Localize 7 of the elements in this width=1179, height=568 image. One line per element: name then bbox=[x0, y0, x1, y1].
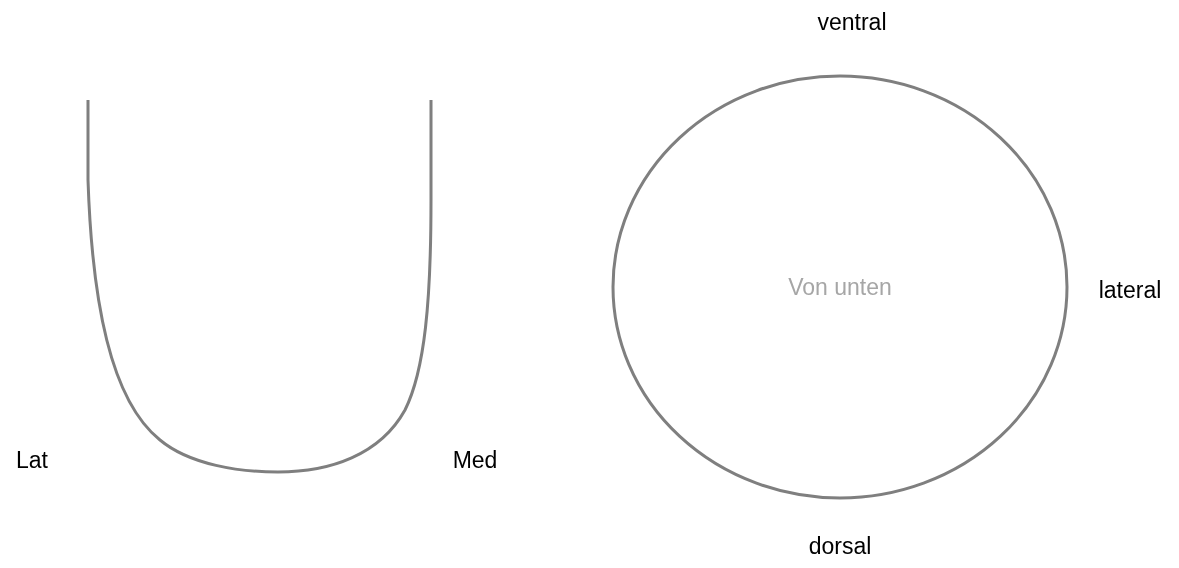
direction-label: Med bbox=[452, 446, 498, 474]
direction-label: ventral bbox=[817, 8, 887, 36]
direction-label: dorsal bbox=[808, 532, 872, 560]
view-label: Von unten bbox=[788, 273, 892, 301]
direction-label: Lat bbox=[16, 446, 48, 474]
direction-label: lateral bbox=[1098, 276, 1162, 304]
circle-outline bbox=[612, 75, 1068, 499]
